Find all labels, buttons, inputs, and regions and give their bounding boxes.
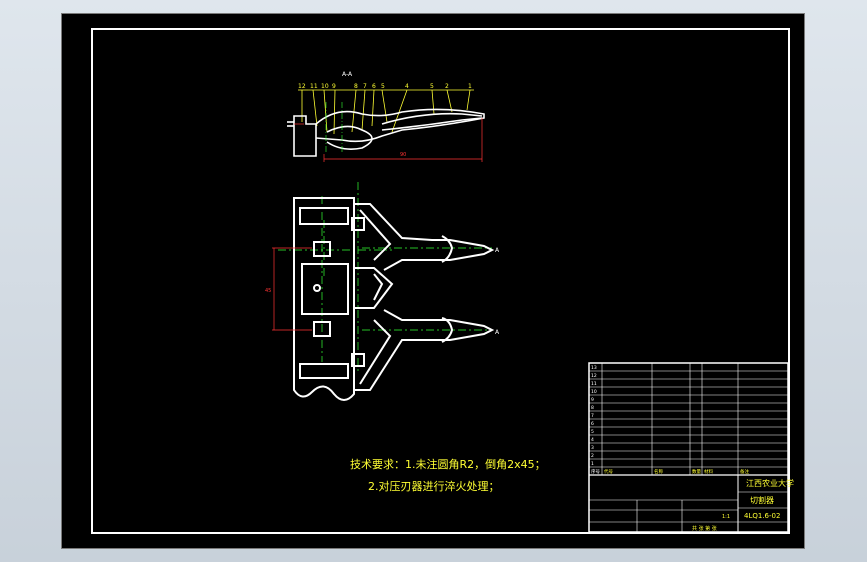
svg-text:A: A [495, 247, 500, 254]
balloon: 10 [321, 83, 329, 90]
section-label: A-A [342, 71, 353, 78]
plan-outline [293, 197, 495, 401]
balloon-numbers: 12 11 10 9 8 7 6 5 4 5 2 1 [298, 83, 472, 90]
part-name: 切割器 [750, 495, 774, 505]
centerlines-top [325, 102, 343, 154]
balloon: 9 [332, 83, 336, 90]
school-name: 江西农业大学 [746, 478, 794, 488]
balloon: 4 [405, 83, 409, 90]
bom-cell: 序号 [591, 468, 600, 475]
drawing-number: 4LQ1.6-02 [744, 512, 780, 520]
bom-cell: 2 [591, 453, 594, 459]
drawing-sheet: A-A 12 11 10 9 8 7 6 5 4 [61, 13, 805, 549]
balloon: 2 [445, 83, 449, 90]
balloon: 12 [298, 83, 306, 90]
title-block: 13 12 11 10 9 8 7 6 5 4 3 2 1序号代号 名称 数量材料 备注 江西农业大学 切割器… [588, 362, 794, 533]
bom-cell: 材料 [704, 468, 713, 475]
bom-cell: 6 [591, 421, 594, 427]
dimension-value: 90 [400, 152, 406, 158]
bom-cell: 备注 [740, 468, 749, 475]
cad-drawing: A-A 12 11 10 9 8 7 6 5 4 [91, 28, 794, 534]
bom-cell: 1 [591, 461, 594, 467]
bom-cell: 11 [591, 381, 597, 387]
balloon: 6 [372, 83, 376, 90]
balloon: 11 [310, 83, 318, 90]
balloon: 7 [363, 83, 367, 90]
dimension-lines [294, 118, 483, 162]
bom-cell: 9 [591, 397, 594, 403]
balloon: 8 [354, 83, 358, 90]
bom-cell: 13 [591, 365, 597, 371]
bom-cell: 12 [591, 373, 597, 379]
side-profile [287, 108, 485, 157]
balloon: 5 [430, 83, 434, 90]
bom-text: 13 12 11 10 9 8 7 6 5 4 3 2 1序号代号 名称 数量材料 备注 [591, 365, 749, 475]
tech-req-line-1: 技术要求：1.未注圆角R2，倒角2x45； [350, 457, 546, 471]
bom-cell: 3 [591, 445, 594, 451]
plan-dimension-value: 45 [265, 288, 271, 294]
tech-req-line-2: 2.对压刃器进行淬火处理； [368, 479, 500, 493]
top-view: A-A 12 11 10 9 8 7 6 5 4 [287, 71, 485, 162]
bom-cell: 5 [591, 429, 594, 435]
bom-cell: 4 [591, 437, 594, 443]
sheet-counter: 共 张 第 张 [692, 525, 717, 532]
bom-table [589, 363, 788, 476]
inner-frame [91, 28, 790, 534]
bom-cell: 10 [591, 389, 597, 395]
balloon: 1 [468, 83, 472, 90]
plan-dimension [272, 247, 312, 331]
bom-cell: 名称 [654, 468, 663, 475]
bom-cell: 8 [591, 405, 594, 411]
svg-text:A: A [495, 329, 500, 336]
plan-view: 45 A A [265, 182, 500, 401]
balloon-leaders [298, 89, 474, 135]
plan-markers: A A [495, 247, 500, 336]
bom-cell: 数量 [692, 468, 701, 475]
bom-cell: 代号 [604, 468, 613, 475]
balloon: 5 [381, 83, 385, 90]
bom-cell: 7 [591, 413, 594, 419]
scale-label: 1:1 [722, 514, 730, 520]
